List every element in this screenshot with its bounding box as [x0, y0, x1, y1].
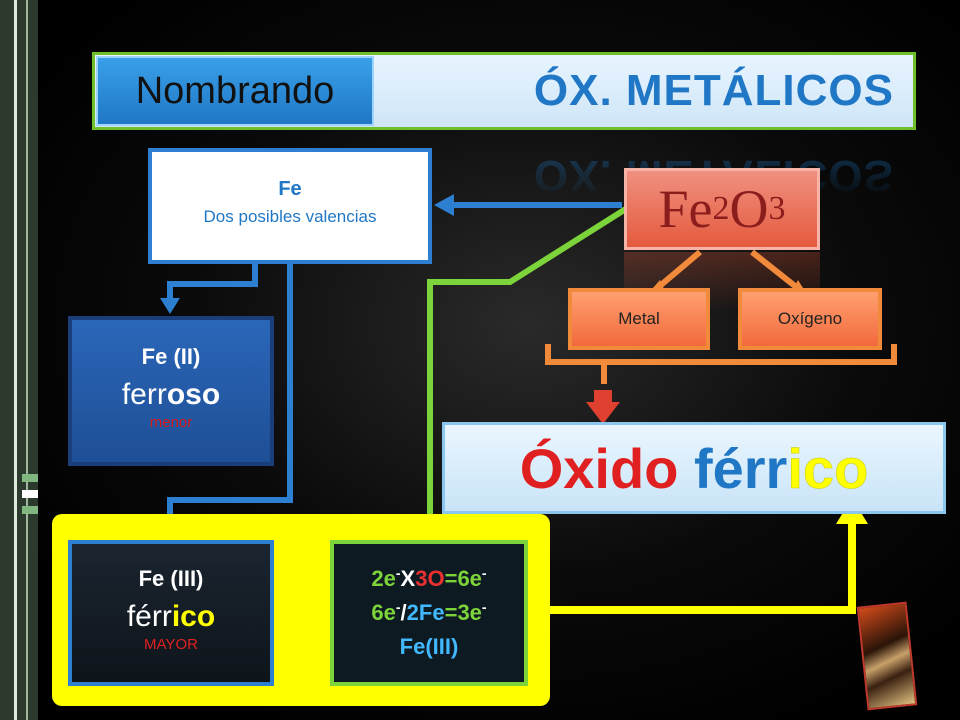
element-subtitle: Dos posibles valencias [203, 207, 377, 226]
formula-sub2: 3 [768, 190, 786, 227]
ferroso-valence: Fe (II) [141, 344, 201, 369]
ferroso-suffix: oso [166, 378, 221, 411]
decor-tick [22, 474, 38, 482]
ferroso-note: menor [149, 414, 193, 431]
arrow-down-to-result [586, 402, 620, 424]
arrow-fe-to-ferrico [167, 262, 293, 524]
label-metal: Metal [568, 288, 710, 350]
formula-el1: Fe [658, 179, 713, 239]
arrow-to-metal [653, 249, 702, 293]
arrow-formula-to-calc [427, 197, 642, 522]
box-ferroso: Fe (II) ferroso menor [68, 316, 274, 466]
result-word1: Óxido [519, 436, 679, 500]
bracket [545, 344, 897, 384]
element-box-fe: Fe Dos posibles valencias [148, 148, 432, 264]
arrow-calc-to-result [550, 520, 856, 614]
ferrico-root: férr [126, 600, 172, 633]
calc-line-2: 6e-/2Fe=3e- [371, 599, 487, 625]
box-ferrico: Fe (III) férrico MAYOR [68, 540, 274, 686]
decor-tick [22, 490, 38, 498]
ferroso-root: ferr [121, 378, 167, 411]
formula-sub1: 2 [712, 190, 730, 227]
arrow-to-oxygen [750, 249, 802, 293]
title-left-label: Nombrando [96, 56, 374, 126]
element-name: Fe [278, 178, 302, 200]
ferrico-note: MAYOR [144, 636, 198, 653]
calc-line-3: Fe(III) [399, 634, 459, 659]
left-decor-line-2 [26, 0, 28, 720]
ferrico-name: férrico [72, 600, 270, 634]
box-calculation: 2e-X3O=6e- 6e-/2Fe=3e- Fe(III) [330, 540, 528, 686]
calc-line-1: 2e-X3O=6e- [371, 565, 487, 591]
left-decor-strip [0, 0, 38, 720]
result-suffix: ico [787, 436, 869, 500]
title-right-label: ÓX. METÁLICOS [533, 66, 894, 115]
formula-el2: O [729, 179, 769, 239]
left-decor-line [14, 0, 17, 720]
mascot-image [856, 601, 918, 711]
ferrico-suffix: ico [171, 600, 216, 633]
result-root: férr [693, 436, 788, 500]
decor-tick [22, 506, 38, 514]
ferrico-valence: Fe (III) [138, 566, 204, 591]
arrow-fe-to-ferroso [167, 262, 258, 300]
label-oxygen: Oxígeno [738, 288, 882, 350]
ferroso-name: ferroso [72, 378, 270, 412]
